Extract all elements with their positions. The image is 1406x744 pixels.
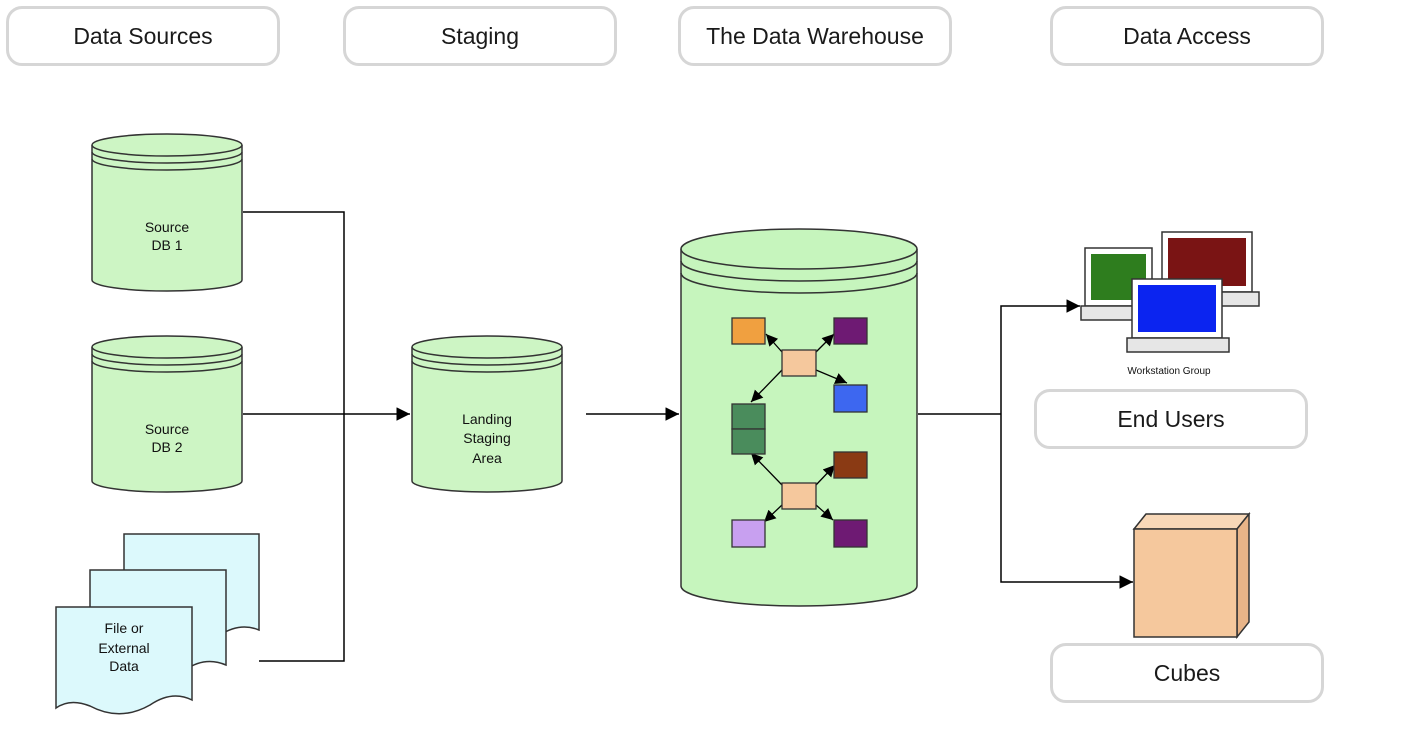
source-db-1-cylinder: Source DB 1 [91, 133, 243, 292]
cubes-label: Cubes [1153, 659, 1221, 686]
table-block-blue [833, 384, 868, 413]
file-data-line-2: External [98, 640, 149, 656]
file-data-line-3: Data [109, 658, 139, 674]
header-label: Data Sources [73, 22, 213, 49]
header-warehouse: The Data Warehouse [678, 6, 952, 66]
table-block-orange [731, 317, 766, 345]
table-block-hub-bottom [781, 482, 817, 510]
warehouse-relations [750, 333, 848, 523]
table-block-hub-top [781, 349, 817, 377]
header-label: Data Access [1123, 22, 1251, 49]
table-block-purple-bottom [833, 519, 868, 548]
file-external-data-icon: File or External Data [55, 533, 260, 715]
access-connectors [918, 299, 1133, 589]
header-data-sources: Data Sources [6, 6, 280, 66]
table-block-lavender [731, 519, 766, 548]
source-connectors [243, 211, 410, 662]
table-block-green-top [731, 403, 766, 430]
landing-staging-cylinder: Landing Staging Area [411, 335, 563, 493]
cubes-box: Cubes [1050, 643, 1324, 703]
table-block-purple-top [833, 317, 868, 345]
end-users-label: End Users [1117, 405, 1225, 432]
source-db-2-line-1: Source [145, 421, 190, 437]
staging-line-2: Staging [463, 430, 510, 446]
table-block-green-bottom [731, 428, 766, 455]
header-label: Staging [440, 22, 519, 49]
source-db-1-line-1: Source [145, 219, 190, 235]
file-data-line-1: File or [105, 620, 144, 636]
data-warehouse-cylinder [680, 228, 918, 607]
header-data-access: Data Access [1050, 6, 1324, 66]
source-db-2-cylinder: Source DB 2 [91, 335, 243, 493]
warehouse-tables [731, 317, 868, 548]
header-label: The Data Warehouse [706, 22, 924, 49]
workstation-group-icon: Workstation Group [1080, 231, 1260, 377]
header-staging: Staging [343, 6, 617, 66]
end-users-box: End Users [1034, 389, 1308, 449]
staging-line-3: Area [472, 450, 502, 466]
source-db-2-line-2: DB 2 [151, 439, 182, 455]
cube-icon [1132, 511, 1251, 640]
staging-line-1: Landing [462, 411, 512, 427]
table-block-brown [833, 451, 868, 479]
workstation-group-label: Workstation Group [1127, 366, 1211, 377]
source-db-1-line-2: DB 1 [151, 237, 182, 253]
